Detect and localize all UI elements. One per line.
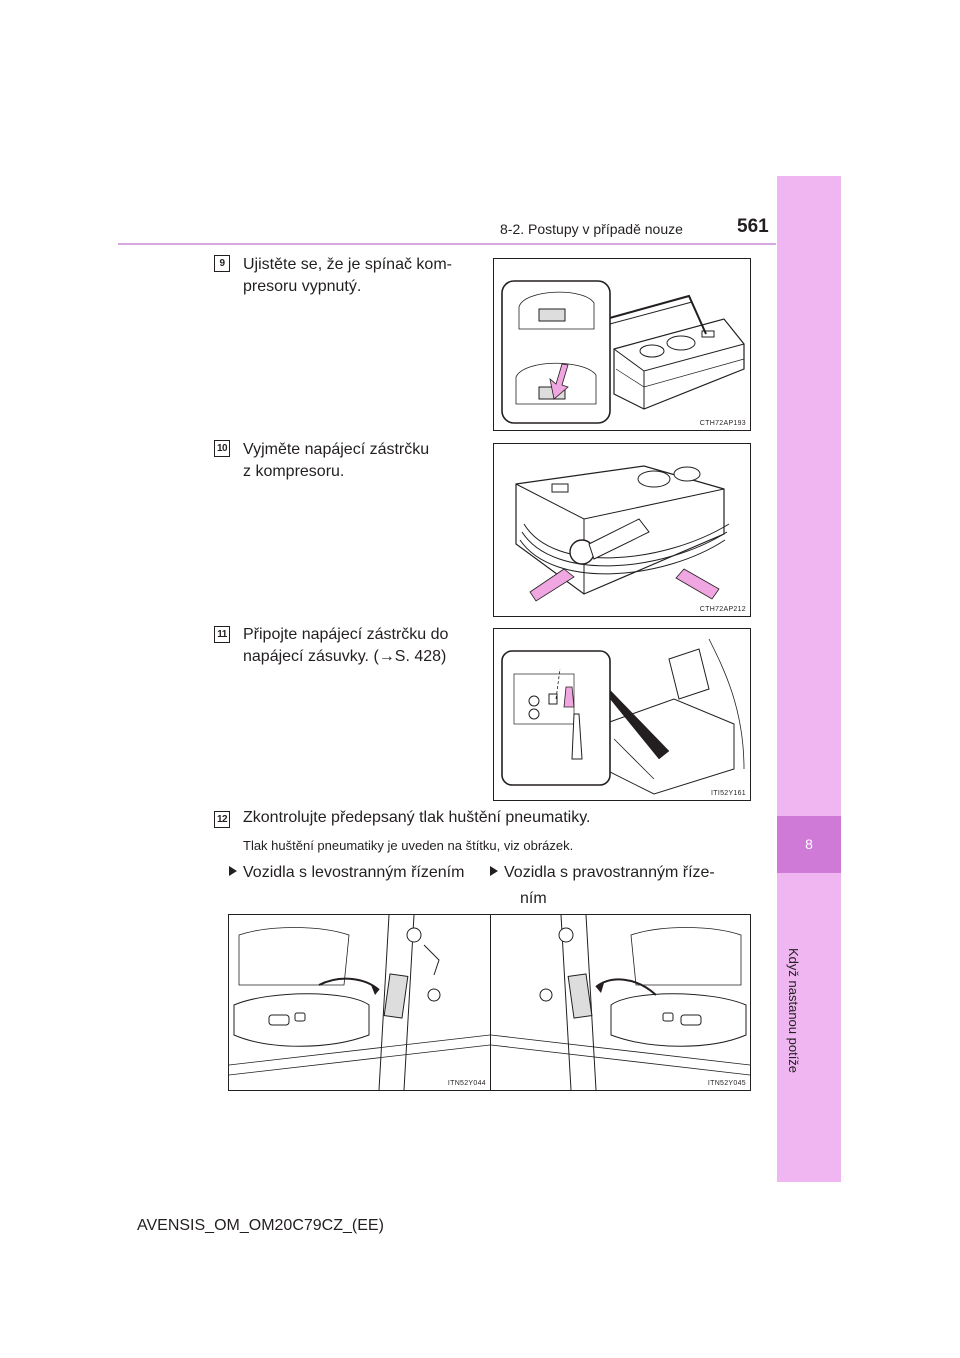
header-section-title: 8-2. Postupy v případě nouze — [500, 221, 683, 237]
figure-code-rhd: ITN52Y045 — [707, 1080, 746, 1087]
figure-power-outlet: ITI52Y161 — [493, 628, 751, 801]
step-10-text: Vyjměte napájecí zástrčku z kompresoru. — [243, 439, 475, 483]
step-10-line2: z kompresoru. — [243, 463, 345, 480]
step-badge-9: 9 — [214, 255, 230, 272]
figure-tire-label-lhd: ITN52Y044 — [228, 914, 491, 1091]
variant-right-hand-drive: Vozidla s pravostranným říze- ním — [490, 860, 750, 912]
step-badge-12: 12 — [214, 811, 230, 828]
variant-left-hand-drive: Vozidla s levostranným řízením — [229, 860, 464, 886]
document-id: AVENSIS_OM_OM20C79CZ_(EE) — [137, 1217, 384, 1234]
lhd-door-pillar-illustration — [229, 915, 490, 1090]
variant-right-label-line1: Vozidla s pravostranným říze- — [504, 864, 715, 881]
step-badge-11: 11 — [214, 626, 230, 643]
step-10-line1: Vyjměte napájecí zástrčku — [243, 441, 430, 458]
chapter-title: Když nastanou potíže — [786, 948, 801, 1074]
step-11-line1: Připojte napájecí zástrčku do — [243, 626, 449, 643]
rhd-door-pillar-illustration — [491, 915, 750, 1090]
step-12-text: Zkontrolujte předepsaný tlak huštění pne… — [243, 809, 591, 826]
chapter-side-tab — [777, 176, 841, 1182]
chapter-title-vertical: Když nastanou potíže — [777, 873, 841, 1182]
figure-code-10: CTH72AP212 — [699, 606, 746, 613]
step-11-line2: napájecí zásuvky. (→S. 428) — [243, 648, 447, 665]
bullet-triangle-icon — [490, 865, 498, 876]
figure-code-9: CTH72AP193 — [699, 420, 746, 427]
page-number: 561 — [737, 216, 769, 237]
step-12-note: Tlak huštění pneumatiky je uveden na ští… — [243, 838, 574, 853]
figure-tire-label-rhd: ITN52Y045 — [490, 914, 751, 1091]
step-9-line1: Ujistěte se, že je spínač kom- — [243, 256, 452, 273]
figure-compressor-switch: CTH72AP193 — [493, 258, 751, 431]
bullet-triangle-icon — [229, 865, 237, 876]
step-11-text: Připojte napájecí zástrčku do napájecí z… — [243, 624, 475, 668]
header-divider — [118, 243, 776, 245]
variant-right-label-line2: ním — [520, 890, 547, 907]
step-9-text: Ujistěte se, že je spínač kom- presoru v… — [243, 254, 475, 298]
figure-remove-plug: CTH72AP212 — [493, 443, 751, 617]
power-outlet-illustration — [501, 638, 745, 795]
remove-plug-illustration — [515, 465, 730, 602]
figure-code-lhd: ITN52Y044 — [447, 1080, 486, 1087]
step-9-line2: presoru vypnutý. — [243, 278, 362, 295]
chapter-number: 8 — [777, 816, 841, 873]
figure-code-11: ITI52Y161 — [711, 790, 746, 797]
compressor-switch-illustration — [501, 280, 745, 424]
variant-left-label: Vozidla s levostranným řízením — [243, 864, 465, 881]
step-badge-10: 10 — [214, 440, 230, 457]
